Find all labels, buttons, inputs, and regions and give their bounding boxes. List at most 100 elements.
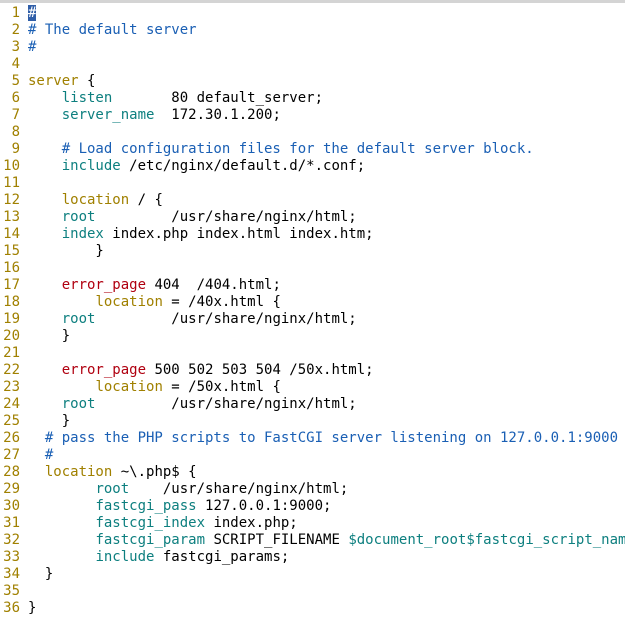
code-line[interactable]: 36}	[0, 600, 625, 617]
code-line[interactable]: 2# The default server	[0, 22, 625, 39]
line-code[interactable]: }	[28, 243, 103, 260]
line-code[interactable]: include fastcgi_params;	[28, 549, 289, 566]
code-token: error_page	[61, 362, 147, 378]
code-token: server_name	[61, 107, 155, 123]
code-token: ~\.php$ {	[112, 464, 197, 480]
code-token	[28, 311, 62, 327]
code-line[interactable]: 20 }	[0, 328, 625, 345]
code-line[interactable]: 3#	[0, 39, 625, 56]
line-code[interactable]: root /usr/share/nginx/html;	[28, 311, 357, 328]
line-code[interactable]: }	[28, 566, 53, 583]
line-code[interactable]: listen 80 default_server;	[28, 90, 323, 107]
code-line[interactable]: 25 }	[0, 413, 625, 430]
code-token: fastcgi_index	[95, 515, 206, 531]
code-line[interactable]: 16	[0, 260, 625, 277]
line-code[interactable]: #	[28, 39, 36, 56]
code-line[interactable]: 11	[0, 175, 625, 192]
code-line[interactable]: 29 root /usr/share/nginx/html;	[0, 481, 625, 498]
code-line[interactable]: 33 include fastcgi_params;	[0, 549, 625, 566]
line-code[interactable]: include /etc/nginx/default.d/*.conf;	[28, 158, 365, 175]
line-number: 3	[11, 39, 20, 55]
code-line[interactable]: 32 fastcgi_param SCRIPT_FILENAME $docume…	[0, 532, 625, 549]
line-code[interactable]: root /usr/share/nginx/html;	[28, 396, 357, 413]
code-token: root	[61, 396, 96, 412]
code-line[interactable]: 21	[0, 345, 625, 362]
line-code[interactable]: root /usr/share/nginx/html;	[28, 481, 348, 498]
line-code[interactable]: # pass the PHP scripts to FastCGI server…	[28, 430, 618, 447]
code-token	[28, 90, 62, 106]
code-line[interactable]: 15 }	[0, 243, 625, 260]
line-code[interactable]: fastcgi_index index.php;	[28, 515, 297, 532]
line-code[interactable]: # Load configuration files for the defau…	[28, 141, 534, 158]
line-code[interactable]: }	[28, 413, 70, 430]
code-line[interactable]: 4	[0, 56, 625, 73]
line-code[interactable]: }	[28, 600, 36, 617]
code-token: root	[95, 481, 130, 497]
code-token: 404 /404.html;	[146, 277, 281, 293]
line-code[interactable]: index index.php index.html index.htm;	[28, 226, 374, 243]
code-line[interactable]: 14 index index.php index.html index.htm;	[0, 226, 625, 243]
code-token: /usr/share/nginx/html;	[95, 209, 357, 225]
code-token: }	[28, 600, 37, 616]
line-code[interactable]: }	[28, 328, 70, 345]
code-token	[28, 498, 95, 514]
line-number: 5	[11, 73, 20, 89]
code-token	[28, 209, 62, 225]
line-code[interactable]: error_page 500 502 503 504 /50x.html;	[28, 362, 374, 379]
code-line[interactable]: 35	[0, 583, 625, 600]
code-line[interactable]: 27 #	[0, 447, 625, 464]
code-token: location	[95, 294, 163, 310]
code-line[interactable]: 5 server {	[0, 73, 625, 90]
code-line[interactable]: 9 # Load configuration files for the def…	[0, 141, 625, 158]
code-token: 172.30.1.200;	[154, 107, 281, 123]
line-code[interactable]: server_name 172.30.1.200;	[28, 107, 281, 124]
code-line[interactable]: 19 root /usr/share/nginx/html;	[0, 311, 625, 328]
code-line[interactable]: 7 server_name 172.30.1.200;	[0, 107, 625, 124]
code-line[interactable]: 26 # pass the PHP scripts to FastCGI ser…	[0, 430, 625, 447]
line-number: 19	[3, 311, 20, 327]
code-token: 80 default_server;	[112, 90, 324, 106]
line-code[interactable]: root /usr/share/nginx/html;	[28, 209, 357, 226]
code-line[interactable]: 13 root /usr/share/nginx/html;	[0, 209, 625, 226]
line-number: 24	[3, 396, 20, 412]
line-code[interactable]: server {	[28, 73, 95, 90]
line-code[interactable]: error_page 404 /404.html;	[28, 277, 281, 294]
line-number: 4	[11, 56, 20, 72]
code-token: fastcgi_param	[95, 532, 206, 548]
line-number: 31	[3, 515, 20, 531]
line-code[interactable]: fastcgi_param SCRIPT_FILENAME $document_…	[28, 532, 625, 549]
line-number: 10	[3, 158, 20, 174]
line-code[interactable]: fastcgi_pass 127.0.0.1:9000;	[28, 498, 331, 515]
code-line[interactable]: 1#	[0, 5, 625, 22]
line-code[interactable]: #	[28, 447, 53, 464]
line-code[interactable]: #	[28, 5, 37, 22]
code-line[interactable]: 30 fastcgi_pass 127.0.0.1:9000;	[0, 498, 625, 515]
code-line[interactable]: 10 include /etc/nginx/default.d/*.conf;	[0, 158, 625, 175]
code-token	[28, 362, 62, 378]
code-line[interactable]: 28 location ~\.php$ {	[0, 464, 625, 481]
line-number: 18	[3, 294, 20, 310]
window-top-border	[0, 0, 625, 3]
line-number: 7	[11, 107, 20, 123]
line-number: 12	[3, 192, 20, 208]
code-line[interactable]: 34 }	[0, 566, 625, 583]
code-line[interactable]: 18 location = /40x.html {	[0, 294, 625, 311]
code-line[interactable]: 8	[0, 124, 625, 141]
code-line[interactable]: 6 listen 80 default_server;	[0, 90, 625, 107]
line-code[interactable]: # The default server	[28, 22, 197, 39]
code-token	[28, 515, 95, 531]
line-code[interactable]: location = /50x.html {	[28, 379, 280, 396]
code-token: 127.0.0.1:9000;	[196, 498, 332, 514]
line-code[interactable]: location ~\.php$ {	[28, 464, 197, 481]
code-token: #	[28, 39, 37, 55]
code-line[interactable]: 17 error_page 404 /404.html;	[0, 277, 625, 294]
code-line[interactable]: 22 error_page 500 502 503 504 /50x.html;	[0, 362, 625, 379]
code-line[interactable]: 24 root /usr/share/nginx/html;	[0, 396, 625, 413]
code-token	[28, 226, 62, 242]
code-line[interactable]: 12 location / {	[0, 192, 625, 209]
code-line[interactable]: 31 fastcgi_index index.php;	[0, 515, 625, 532]
code-line[interactable]: 23 location = /50x.html {	[0, 379, 625, 396]
line-code[interactable]: location / {	[28, 192, 163, 209]
line-code[interactable]: location = /40x.html {	[28, 294, 280, 311]
